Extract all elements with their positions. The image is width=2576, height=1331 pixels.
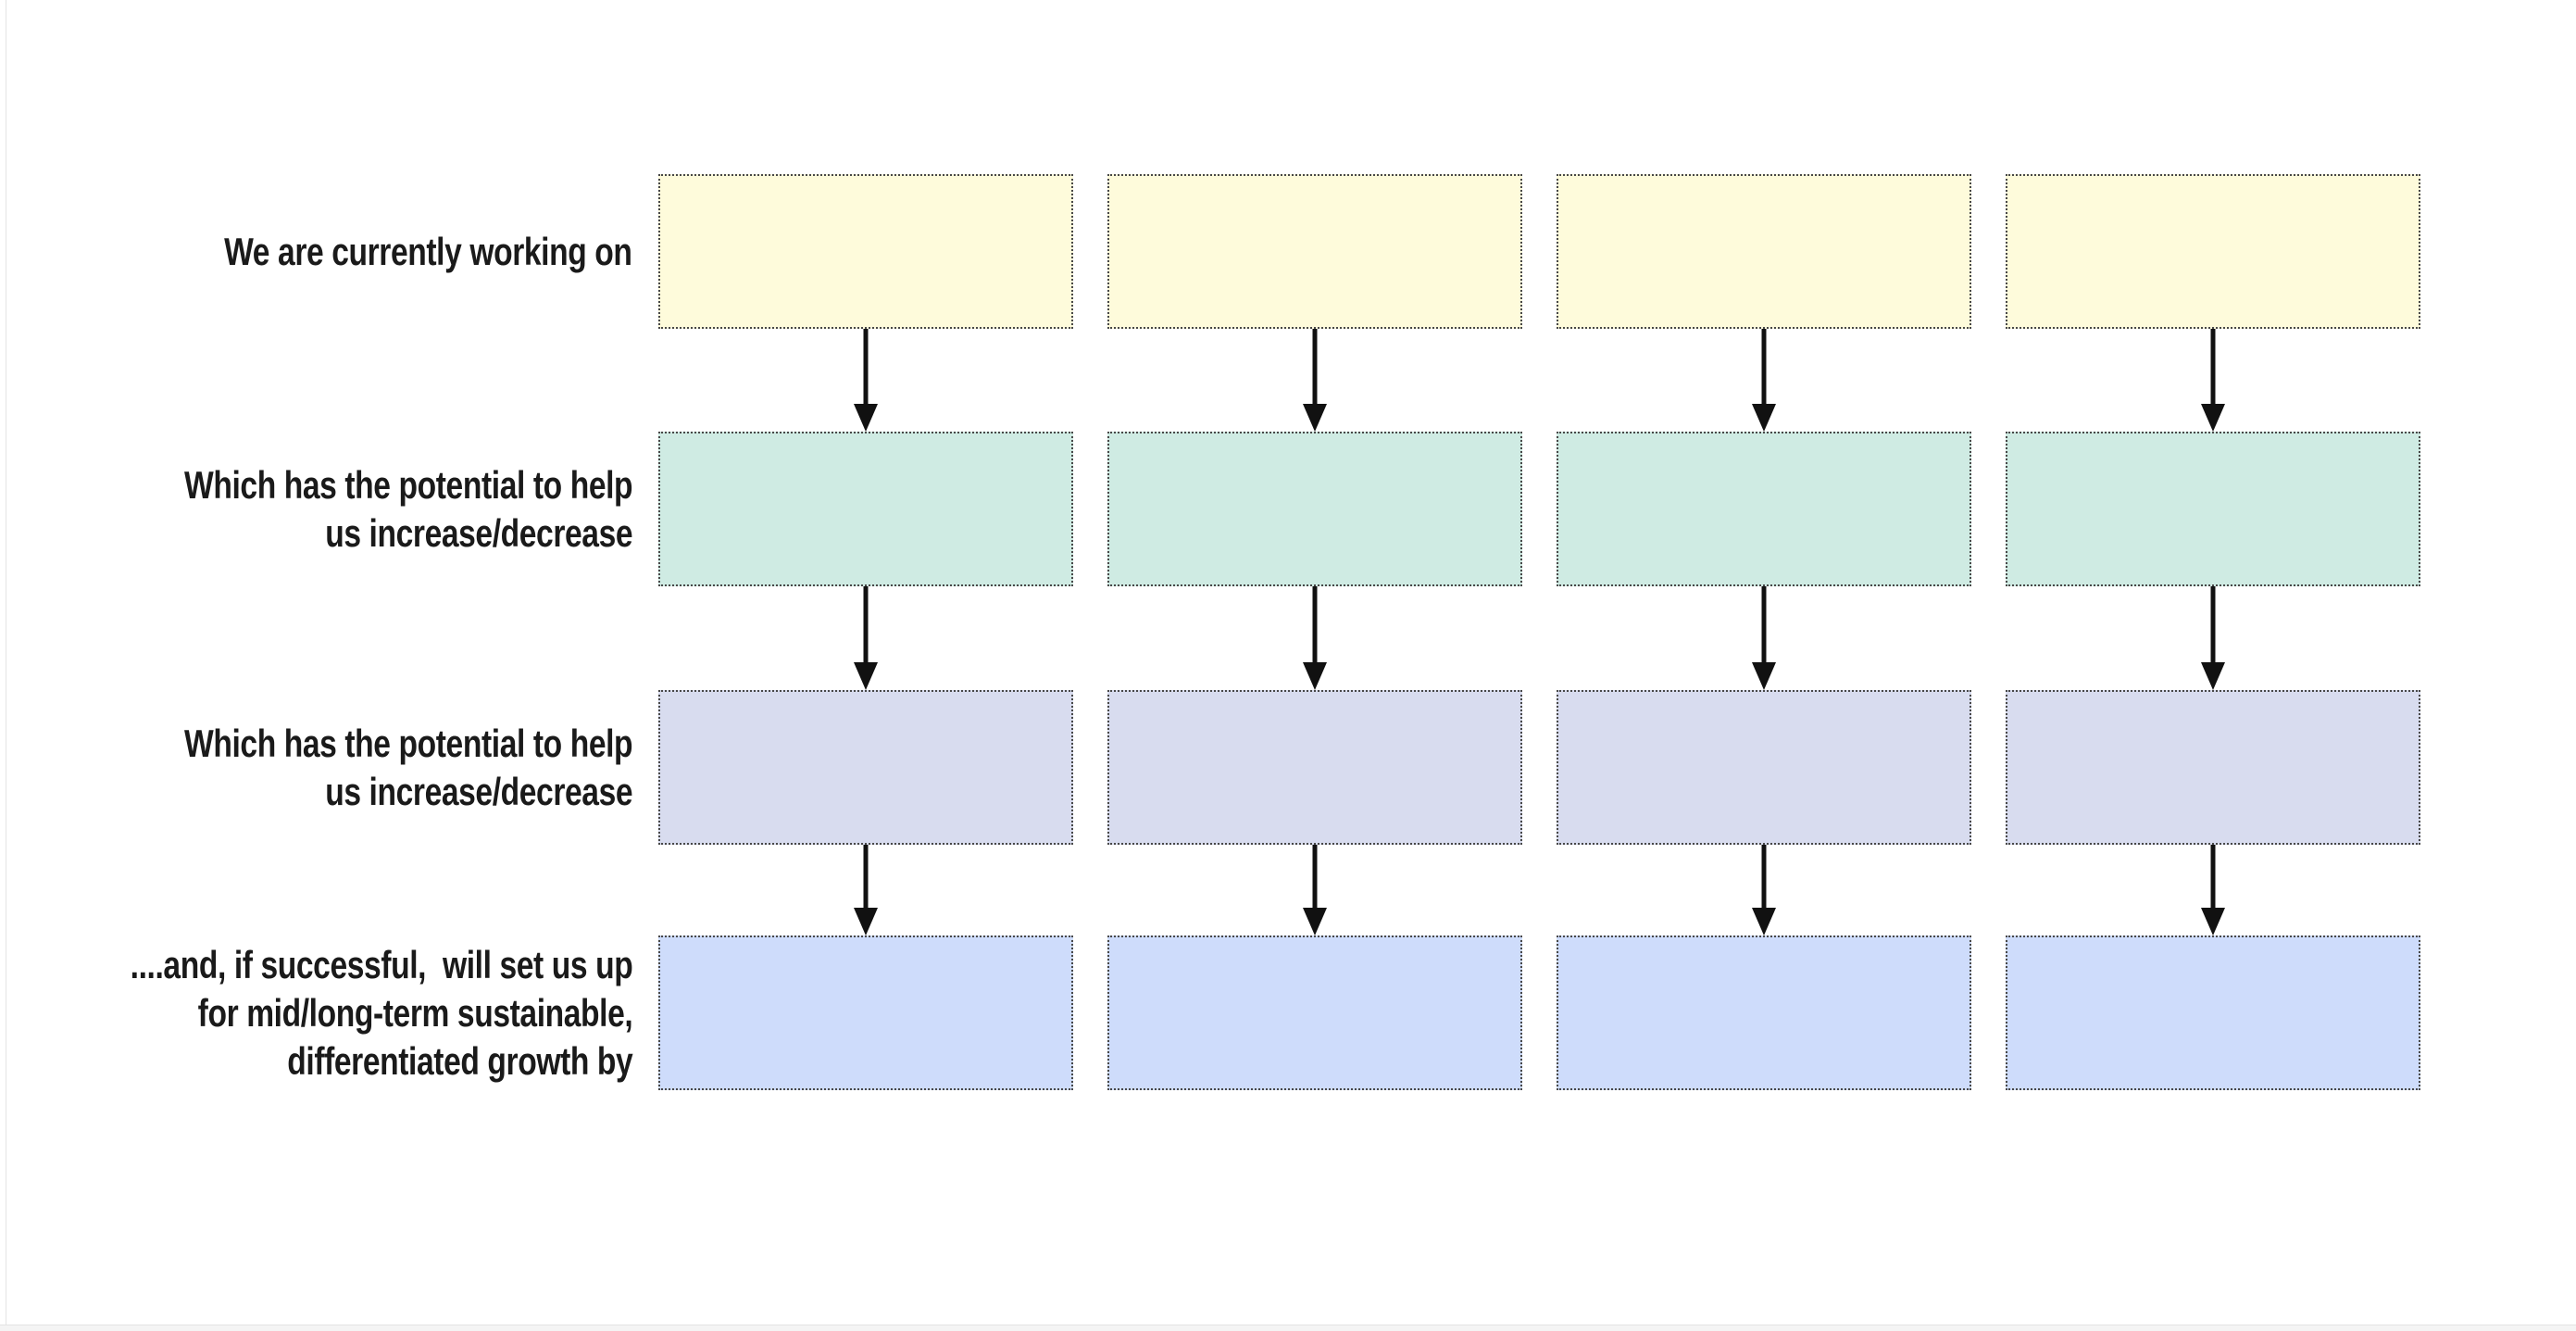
matrix-box[interactable]: [658, 174, 1073, 329]
row-label-text: Which has the potential to help us incre…: [183, 462, 633, 555]
matrix-box[interactable]: [2006, 174, 2420, 329]
down-arrow-icon: [2201, 329, 2225, 432]
matrix-box[interactable]: [1557, 432, 1971, 586]
matrix-box[interactable]: [1107, 432, 1522, 586]
matrix-box[interactable]: [1557, 690, 1971, 845]
matrix-box[interactable]: [2006, 935, 2420, 1090]
row-label-text: We are currently working on: [224, 229, 633, 273]
matrix-box[interactable]: [1557, 935, 1971, 1090]
row-label-sustainable-growth: ....and, if successful, will set us up f…: [0, 935, 632, 1090]
down-arrow-icon: [1303, 329, 1327, 432]
down-arrow-icon: [1752, 329, 1776, 432]
down-arrow-icon: [854, 845, 878, 935]
matrix-box[interactable]: [658, 690, 1073, 845]
down-arrow-icon: [2201, 845, 2225, 935]
row-label-currently-working-on: We are currently working on: [0, 174, 633, 329]
matrix-box[interactable]: [658, 935, 1073, 1090]
down-arrow-icon: [1303, 586, 1327, 690]
down-arrow-icon: [854, 329, 878, 432]
matrix-box[interactable]: [658, 432, 1073, 586]
down-arrow-icon: [854, 586, 878, 690]
row-label-text: Which has the potential to help us incre…: [183, 721, 633, 813]
matrix-box[interactable]: [1107, 690, 1522, 845]
matrix-box[interactable]: [2006, 432, 2420, 586]
matrix-box[interactable]: [2006, 690, 2420, 845]
down-arrow-icon: [1752, 845, 1776, 935]
canvas-bottom-edge: [0, 1325, 2576, 1331]
row-label-potential-increase-decrease-1: Which has the potential to help us incre…: [0, 432, 633, 586]
down-arrow-icon: [1303, 845, 1327, 935]
matrix-box[interactable]: [1107, 935, 1522, 1090]
row-label-text: ....and, if successful, will set us up f…: [130, 942, 632, 1083]
row-label-potential-increase-decrease-2: Which has the potential to help us incre…: [0, 690, 633, 845]
down-arrow-icon: [2201, 586, 2225, 690]
matrix-box[interactable]: [1107, 174, 1522, 329]
down-arrow-icon: [1752, 586, 1776, 690]
matrix-box[interactable]: [1557, 174, 1971, 329]
